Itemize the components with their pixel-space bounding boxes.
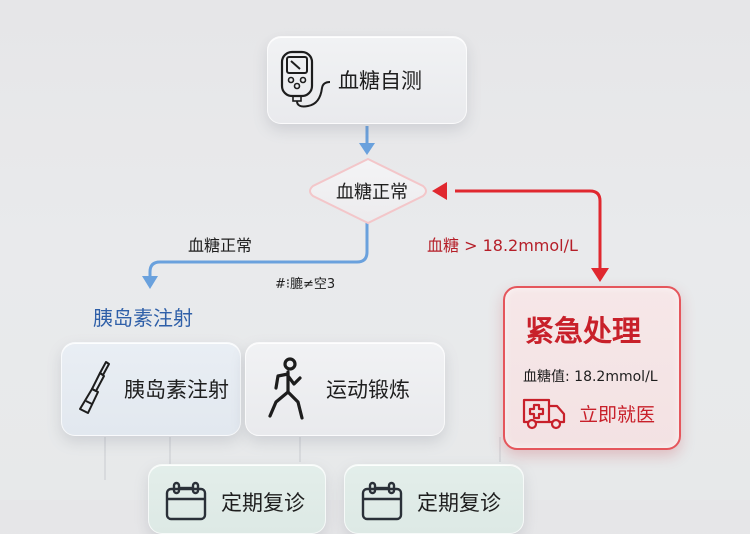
start-node-label: 血糖自测 xyxy=(338,69,422,93)
follow-up-label-1: 定期复诊 xyxy=(221,491,305,515)
emergency-glucose-value: 血糖值: 18.2mmol/L xyxy=(523,369,658,385)
branch-title-insulin: 胰岛素注射 xyxy=(93,306,193,330)
exercise-node-label: 运动锻炼 xyxy=(326,378,410,402)
follow-up-label-2: 定期复诊 xyxy=(417,491,501,515)
start-node-glucose-self-test[interactable]: 血糖自测 xyxy=(267,36,467,124)
call-doctor-action[interactable]: 立即就医 xyxy=(521,396,655,430)
glucose-meter-icon xyxy=(280,50,331,108)
syringe-icon xyxy=(79,361,110,414)
insulin-injection-node[interactable]: 胰岛素注射 xyxy=(61,342,241,436)
arrow-down-icon xyxy=(359,143,375,155)
running-person-icon xyxy=(268,357,304,420)
calendar-icon xyxy=(165,481,207,521)
ambulance-icon xyxy=(522,398,566,430)
calendar-icon xyxy=(361,481,403,521)
connectors xyxy=(104,126,609,480)
decision-node-glucose-normal[interactable]: 血糖正常 xyxy=(305,156,431,226)
emergency-title: 紧急处理 xyxy=(525,314,642,348)
arrow-left-icon xyxy=(432,182,447,200)
exercise-node[interactable]: 运动锻炼 xyxy=(245,342,445,436)
edge-label-garbled: #⁝膔≠空3 xyxy=(275,277,336,292)
emergency-node[interactable]: 紧急处理 血糖值: 18.2mmol/L 立即就医 xyxy=(503,286,681,450)
decision-label: 血糖正常 xyxy=(336,182,408,203)
arrow-down-icon xyxy=(591,268,609,282)
edge-label-normal: 血糖正常 xyxy=(188,236,253,255)
call-doctor-label: 立即就医 xyxy=(579,403,656,426)
follow-up-node-1[interactable]: 定期复诊 xyxy=(148,464,326,534)
insulin-node-label: 胰岛素注射 xyxy=(124,378,229,402)
diamond-shape xyxy=(309,157,427,225)
edge-label-high: 血糖 > 18.2mmol/L xyxy=(427,236,578,255)
arrow-down-icon xyxy=(142,276,158,289)
follow-up-node-2[interactable]: 定期复诊 xyxy=(344,464,524,534)
